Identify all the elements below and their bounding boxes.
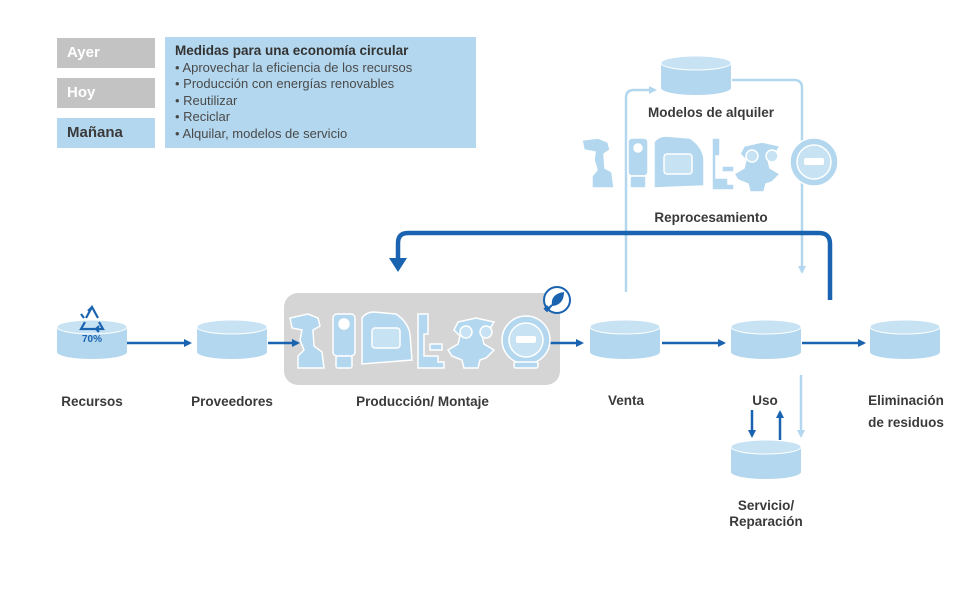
legend-item: • Reutilizar [175, 92, 238, 108]
reprocessing-arrowhead [389, 258, 407, 272]
label-proveedores: Proveedores [191, 394, 273, 409]
label-eliminacion-2: de residuos [868, 415, 944, 430]
label-reprocesamiento: Reprocesamiento [654, 210, 768, 225]
cylinder-eliminacion [869, 319, 941, 360]
recycle-icon [79, 304, 105, 333]
microscope-icon [581, 137, 615, 189]
label-servicio-1: Servicio/ [737, 498, 795, 513]
cylinder-modelos-alquiler [660, 55, 732, 96]
rental-loop-right [732, 78, 806, 274]
legend-box: Medidas para una economía circular • Apr… [165, 37, 476, 148]
tag-manana: Mañana [57, 118, 155, 148]
cylinder-proveedores [196, 319, 268, 360]
reprocessing-arrow [395, 230, 833, 300]
label-recursos: Recursos [61, 394, 123, 409]
stand-icon [417, 313, 445, 369]
rental-products [581, 135, 839, 193]
microscope-icon [289, 313, 325, 369]
label-servicio-2: Reparación [729, 514, 803, 529]
production-products [289, 311, 551, 369]
label-produccion: Producción/ Montaje [356, 394, 489, 409]
label-modelos-alquiler: Modelos de alquiler [647, 105, 775, 120]
label-venta: Venta [607, 393, 645, 408]
legend-item: • Alquilar, modelos de servicio [175, 125, 348, 141]
cylinder-venta [589, 319, 661, 360]
recursos-percent: 70% [81, 334, 102, 345]
legend-item: • Aprovechar la eficiencia de los recurs… [175, 59, 413, 75]
cylinder-servicio [730, 439, 802, 480]
legend-item: • Reciclar [175, 109, 231, 124]
stand-icon [711, 137, 735, 191]
tag-hoy: Hoy [57, 78, 155, 108]
label-eliminacion-1: Eliminación [868, 393, 944, 408]
leaf-plug-icon [543, 286, 571, 314]
rental-loop-left [624, 86, 657, 292]
legend-item: • Producción con energías renovables [175, 76, 395, 91]
legend-title: Medidas para una economía circular [175, 43, 409, 58]
tag-ayer: Ayer [57, 38, 155, 68]
label-uso: Uso [752, 393, 778, 408]
cylinder-uso [730, 319, 802, 360]
